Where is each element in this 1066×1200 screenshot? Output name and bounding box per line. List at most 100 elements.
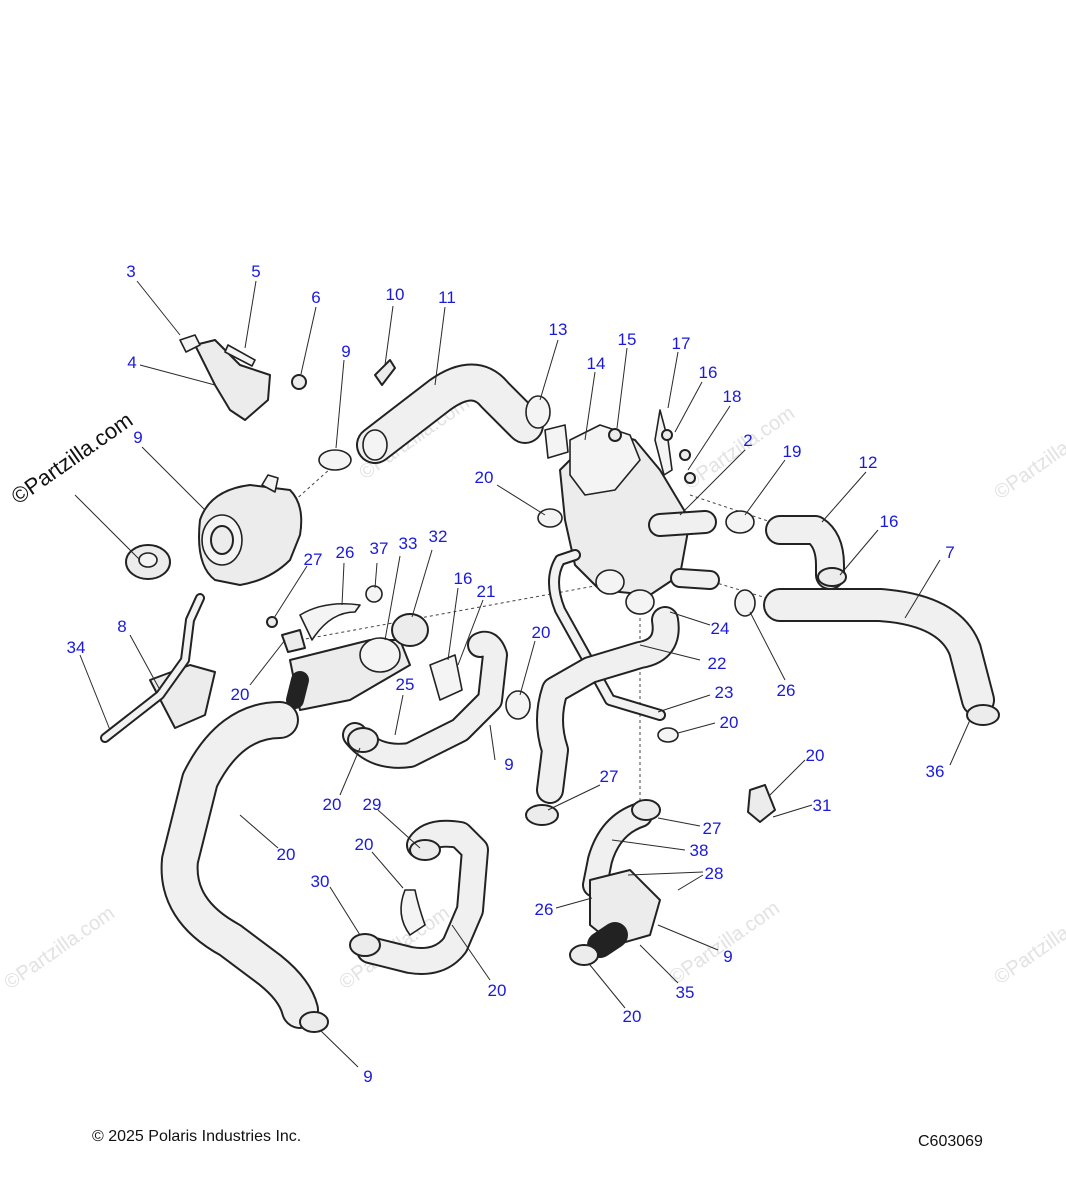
watermark: ©Partzilla.com (990, 897, 1066, 989)
nut-6 (291, 374, 307, 390)
callout-6: 6 (311, 288, 320, 307)
callout-16: 16 (699, 363, 718, 382)
callout-27: 27 (304, 550, 323, 569)
hose-30 (356, 819, 489, 975)
watermark: ©Partzilla.com (665, 897, 783, 989)
callout-5: 5 (251, 262, 260, 281)
clamp-20b (966, 704, 1000, 726)
callout-27: 27 (703, 819, 722, 838)
callout-37: 37 (370, 539, 389, 558)
hose-11 (356, 363, 544, 464)
strap-27 (299, 602, 361, 641)
callout-28: 28 (705, 864, 724, 883)
callout-29: 29 (363, 795, 382, 814)
bolts-small (608, 409, 696, 484)
callout-26: 26 (336, 543, 355, 562)
clamp-9d (734, 589, 756, 617)
clamp-35 (299, 1011, 329, 1033)
clip-32 (429, 654, 463, 701)
callout-16: 16 (880, 512, 899, 531)
clamp-23 (657, 727, 679, 743)
watermark: ©Partzilla.com (0, 902, 118, 994)
callout-20: 20 (475, 468, 494, 487)
callout-20: 20 (623, 1007, 642, 1026)
hose-29 (582, 802, 653, 898)
callout-32: 32 (429, 527, 448, 546)
callout-25: 25 (396, 675, 415, 694)
tee-37 (286, 613, 429, 711)
housing-13 (544, 424, 720, 615)
hose-24 (536, 606, 680, 804)
bolt-16 (266, 616, 278, 628)
fitting-25 (747, 784, 776, 823)
callout-35: 35 (676, 983, 695, 1002)
bracket-4 (179, 334, 271, 421)
callout-30: 30 (311, 872, 330, 891)
callout-20: 20 (720, 713, 739, 732)
clamp-20e (347, 727, 379, 753)
callout-20: 20 (806, 746, 825, 765)
callout-8: 8 (117, 617, 126, 636)
clamp-9c (725, 510, 755, 534)
clamp-9a (318, 449, 352, 471)
callout-16: 16 (454, 569, 473, 588)
clamp-9e (631, 799, 661, 821)
bracket-7 (100, 593, 216, 743)
callout-11: 11 (438, 288, 456, 307)
callout-18: 18 (723, 387, 742, 406)
watermark: ©Partzilla.com (680, 402, 798, 494)
clamp-20d (525, 804, 559, 826)
callout-7: 7 (945, 543, 954, 562)
callout-20: 20 (323, 795, 342, 814)
callout-14: 14 (587, 354, 606, 373)
callout-20: 20 (355, 835, 374, 854)
fitting-28 (587, 869, 661, 958)
clamp-20a (817, 567, 847, 587)
callout-4: 4 (127, 353, 136, 372)
callout-20: 20 (231, 685, 250, 704)
callout-9: 9 (723, 947, 732, 966)
callout-2: 2 (743, 431, 752, 450)
radiator-cap (125, 544, 171, 580)
clamp-9b (525, 395, 551, 429)
callout-20: 20 (532, 623, 551, 642)
clip-34 (281, 629, 306, 653)
clamp-9f (569, 944, 599, 966)
callout-9: 9 (133, 428, 142, 447)
coolant-reservoir-2 (198, 474, 303, 586)
clamp-20c (505, 690, 531, 720)
callout-22: 22 (708, 654, 727, 673)
watermark-strong: ©Partzilla.com (7, 407, 138, 509)
callout-15: 15 (618, 330, 637, 349)
callout-9: 9 (363, 1067, 372, 1086)
leader-lines (74, 280, 971, 1068)
callout-3: 3 (126, 262, 135, 281)
callout-26: 26 (535, 900, 554, 919)
callout-26: 26 (777, 681, 796, 700)
callout-31: 31 (813, 796, 832, 815)
strap-27b (400, 889, 426, 936)
drawing-number: C603069 (918, 1133, 983, 1150)
callout-36: 36 (926, 762, 945, 781)
clamp-12 (537, 508, 563, 528)
callout-34: 34 (67, 638, 86, 657)
callout-17: 17 (672, 334, 691, 353)
callout-21: 21 (477, 582, 496, 601)
callout-10: 10 (386, 285, 405, 304)
callout-27: 27 (600, 767, 619, 786)
hose-19 (765, 515, 845, 590)
callout-33: 33 (399, 534, 418, 553)
watermark: ©Partzilla.com (990, 412, 1066, 504)
hose-21 (763, 588, 995, 717)
callout-13: 13 (549, 320, 568, 339)
callout-24: 24 (711, 619, 730, 638)
callout-38: 38 (690, 841, 709, 860)
callout-20: 20 (488, 981, 507, 1000)
callout-20: 20 (277, 845, 296, 864)
copyright-text: © 2025 Polaris Industries Inc. (92, 1128, 302, 1145)
clamp-20g (349, 933, 381, 957)
callout-9: 9 (341, 342, 350, 361)
hose-36 (160, 701, 319, 1029)
